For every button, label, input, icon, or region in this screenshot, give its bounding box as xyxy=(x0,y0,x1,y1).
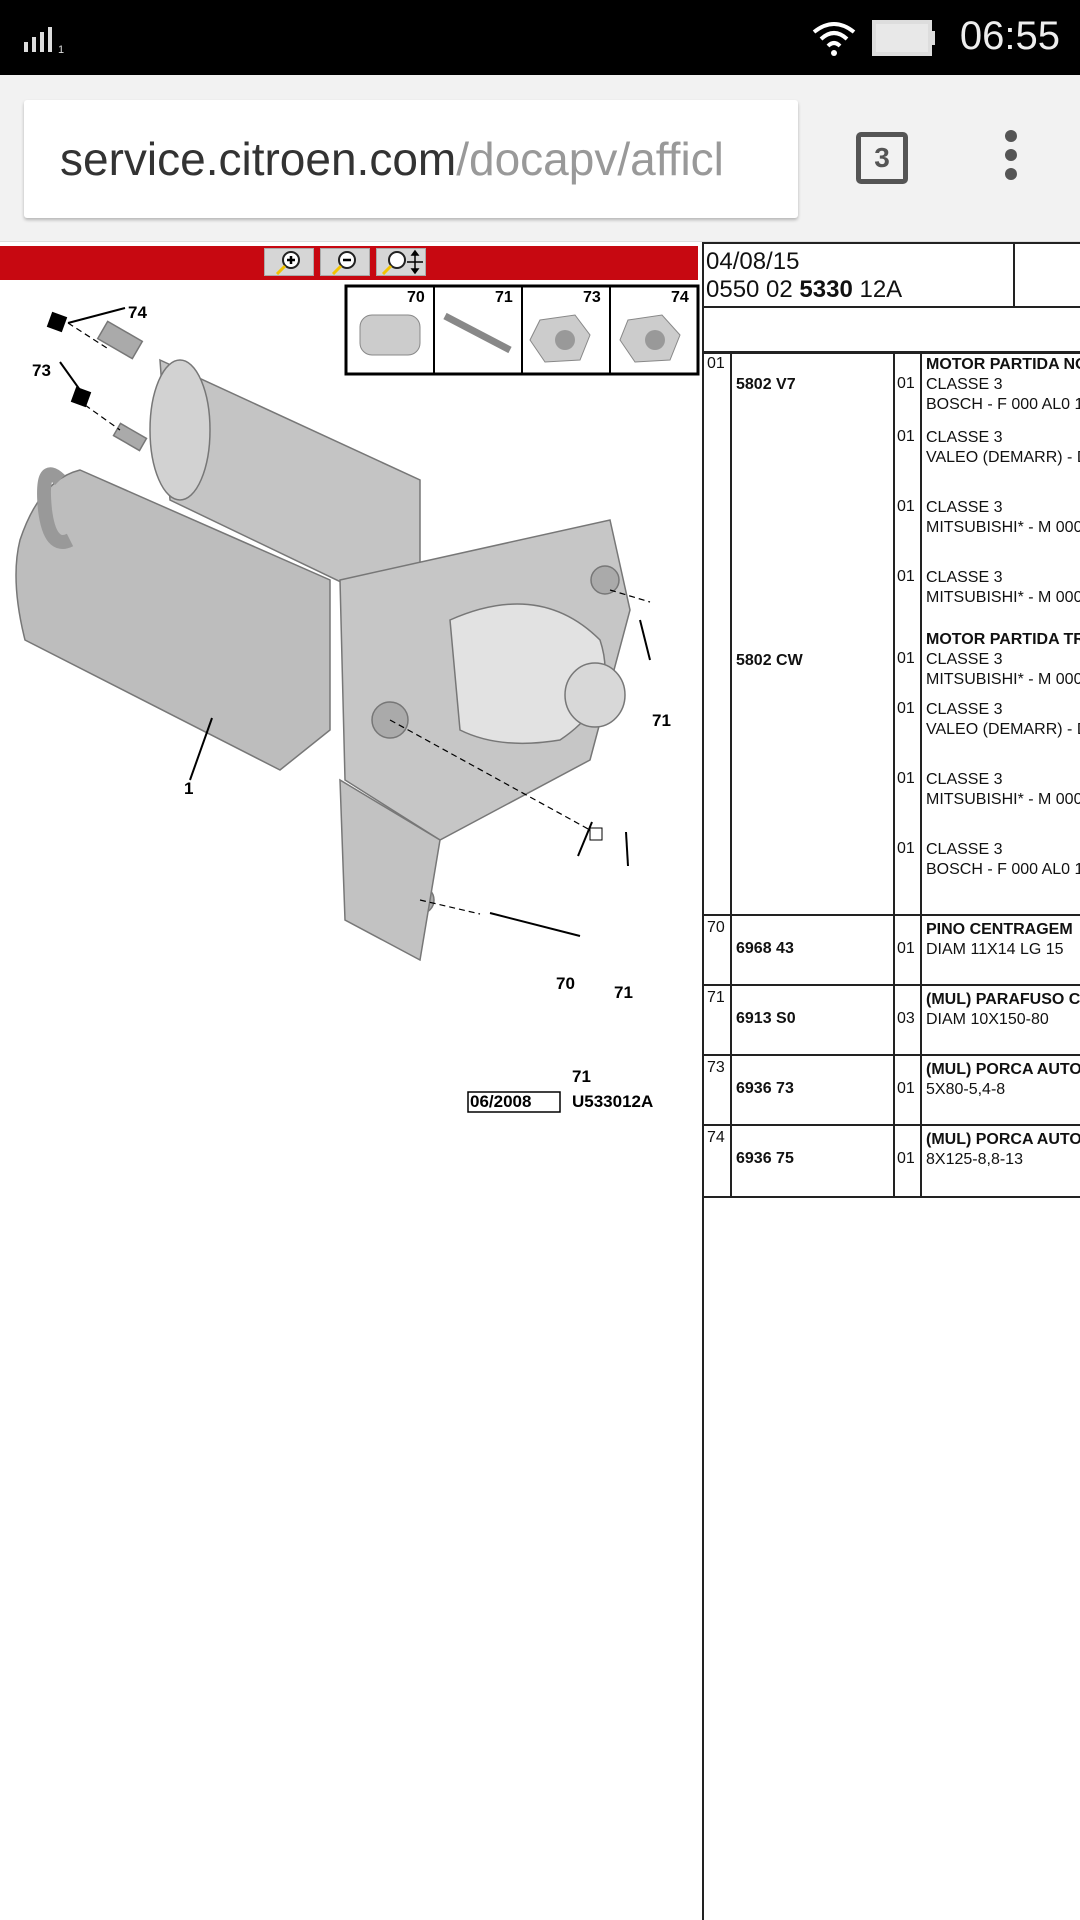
inset-label: 70 xyxy=(407,289,425,306)
starter-motor-illustration xyxy=(15,320,631,962)
callout-73: 73 xyxy=(32,361,51,380)
callout-74: 74 xyxy=(128,303,147,322)
inset-label: 74 xyxy=(671,289,689,306)
part-number: 5802 CW xyxy=(736,652,803,669)
url-domain: service.citroen.com xyxy=(60,133,457,185)
callout-71-bottom: 71 xyxy=(572,1067,591,1086)
wifi-icon xyxy=(812,22,856,56)
status-bar: 1 06:55 xyxy=(0,0,1080,75)
tab-switcher-button[interactable]: 3 xyxy=(856,132,908,184)
pan-icon xyxy=(381,249,423,276)
header-reference: 0550 02 5330 12A xyxy=(706,276,903,303)
callout-71-mid: 71 xyxy=(614,983,633,1002)
callout-1: 1 xyxy=(184,779,193,798)
part-title: MOTOR PARTIDA NO xyxy=(926,356,1080,373)
diagram-date: 06/2008 xyxy=(470,1092,531,1111)
callout-71-top: 71 xyxy=(652,711,671,730)
clock: 06:55 xyxy=(959,14,1060,58)
row-ref: 01 xyxy=(707,355,725,372)
browser-toolbar: service.citroen.com/docapv/afficl 3 xyxy=(0,75,1080,242)
diagram-code: U533012A xyxy=(572,1092,653,1111)
diagram-toolbar xyxy=(0,246,698,280)
zoom-out-icon xyxy=(331,251,356,276)
inset-label: 71 xyxy=(495,289,513,306)
exploded-parts-diagram[interactable]: 74 73 1 71 70 71 71 06/2008 U533012A 70 … xyxy=(0,280,700,1120)
pin-icon xyxy=(359,314,421,356)
zoom-in-button[interactable] xyxy=(264,248,314,276)
parts-inset: 70 71 73 74 xyxy=(344,284,700,376)
signal-icon: 1 xyxy=(24,27,64,56)
zoom-in-icon xyxy=(275,251,300,276)
overflow-menu-icon[interactable] xyxy=(996,130,1026,190)
callout-lines xyxy=(46,307,651,937)
header-date: 04/08/15 xyxy=(706,248,800,275)
part-number: 5802 V7 xyxy=(736,376,796,393)
callout-70: 70 xyxy=(556,974,575,993)
zoom-out-button[interactable] xyxy=(320,248,370,276)
zoom-pan-button[interactable] xyxy=(376,248,426,276)
sim-number: 1 xyxy=(58,44,64,56)
part-title: MOTOR PARTIDA TR xyxy=(926,631,1080,648)
address-bar[interactable]: service.citroen.com/docapv/afficl xyxy=(24,100,798,218)
bolt-icon xyxy=(443,312,512,354)
inset-label: 73 xyxy=(583,289,601,306)
url-path: /docapv/afficl xyxy=(456,133,724,185)
battery-icon xyxy=(872,20,935,56)
